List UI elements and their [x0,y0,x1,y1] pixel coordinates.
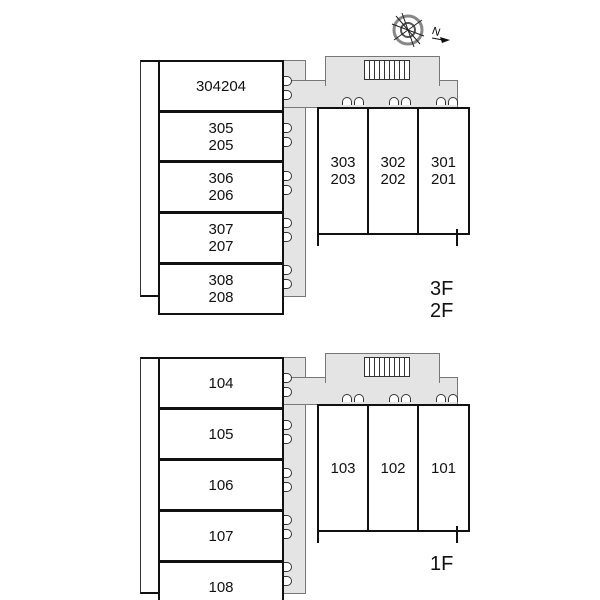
right-units-lower: 103 102 101 [317,404,470,532]
door-icon [284,265,292,275]
unit-105[interactable]: 105 [158,408,284,460]
balcony-upper-left [140,60,158,297]
door-icon [284,576,292,586]
door-icon [284,529,292,539]
door-icon [284,420,292,430]
door-icon [284,279,292,289]
balcony-upper-right [317,229,458,246]
door-icon [284,562,292,572]
balcony-lower-right [317,526,458,543]
door-icon [284,232,292,242]
door-icon [342,97,352,105]
door-icon [284,468,292,478]
door-icon [354,97,364,105]
door-icon [284,387,292,397]
door-icon [284,515,292,525]
unit-108[interactable]: 108 [158,561,284,600]
balcony-lower-left [140,357,158,594]
compass-icon [388,10,450,50]
door-icon [284,373,292,383]
door-icon [401,97,411,105]
door-icon [354,394,364,402]
unit-101[interactable]: 101 [417,404,470,532]
unit-104[interactable]: 104 [158,357,284,409]
stairs-upper [364,60,410,80]
stairs-lower [364,357,410,377]
unit-103[interactable]: 103 [317,404,369,532]
door-icon [284,137,292,147]
floor-label-1f: 1F [430,553,454,575]
door-icon [342,394,352,402]
door-icon [448,97,458,105]
door-icon [436,97,446,105]
door-icon [284,218,292,228]
door-icon [436,394,446,402]
door-icon [401,394,411,402]
door-icon [448,394,458,402]
door-icon [284,185,292,195]
unit-102[interactable]: 102 [367,404,419,532]
left-units-lower: 104 105 106 107 108 [158,357,284,600]
floor-label-2f: 2F [430,300,454,322]
door-icon [389,394,399,402]
door-icon [284,434,292,444]
door-icon [284,123,292,133]
door-icon [389,97,399,105]
door-icon [284,90,292,100]
door-icon [284,171,292,181]
unit-106[interactable]: 106 [158,459,284,511]
floor-label-3f: 3F [430,278,454,300]
unit-107[interactable]: 107 [158,510,284,562]
door-icon [284,482,292,492]
door-icon [284,76,292,86]
